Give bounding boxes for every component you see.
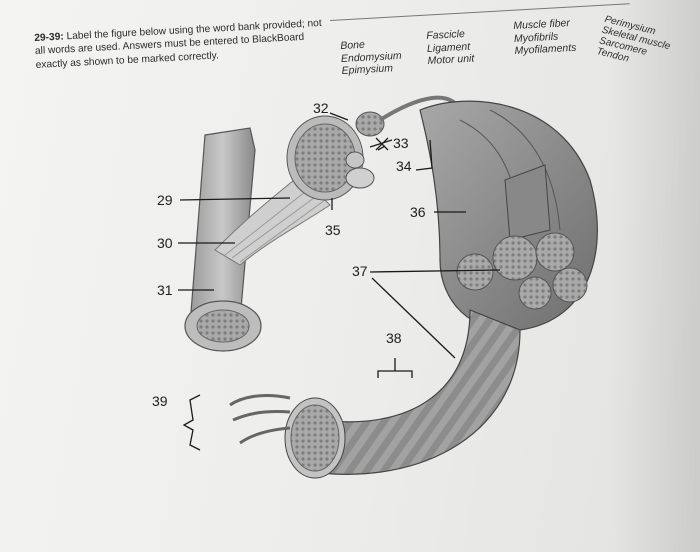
label-33-marker xyxy=(375,137,389,151)
leader-lines xyxy=(178,112,501,451)
upper-bundle-cross-section xyxy=(286,111,385,201)
bone-shape xyxy=(184,127,262,352)
label-33: 33 xyxy=(393,135,409,151)
label-35: 35 xyxy=(325,222,341,238)
label-32: 32 xyxy=(313,100,329,116)
label-38: 38 xyxy=(386,330,402,346)
page-shadow xyxy=(610,0,700,552)
tendon-shape xyxy=(214,174,331,266)
fascicle-cluster xyxy=(456,232,588,310)
label-36: 36 xyxy=(410,204,426,220)
label-31: 31 xyxy=(157,282,173,298)
label-34: 34 xyxy=(396,158,412,174)
label-29: 29 xyxy=(157,192,173,208)
muscle-fiber-tube xyxy=(284,309,521,479)
label-39: 39 xyxy=(152,393,168,409)
label-30: 30 xyxy=(157,235,173,251)
label-37: 37 xyxy=(352,263,368,279)
myofilaments-shape xyxy=(229,394,291,445)
